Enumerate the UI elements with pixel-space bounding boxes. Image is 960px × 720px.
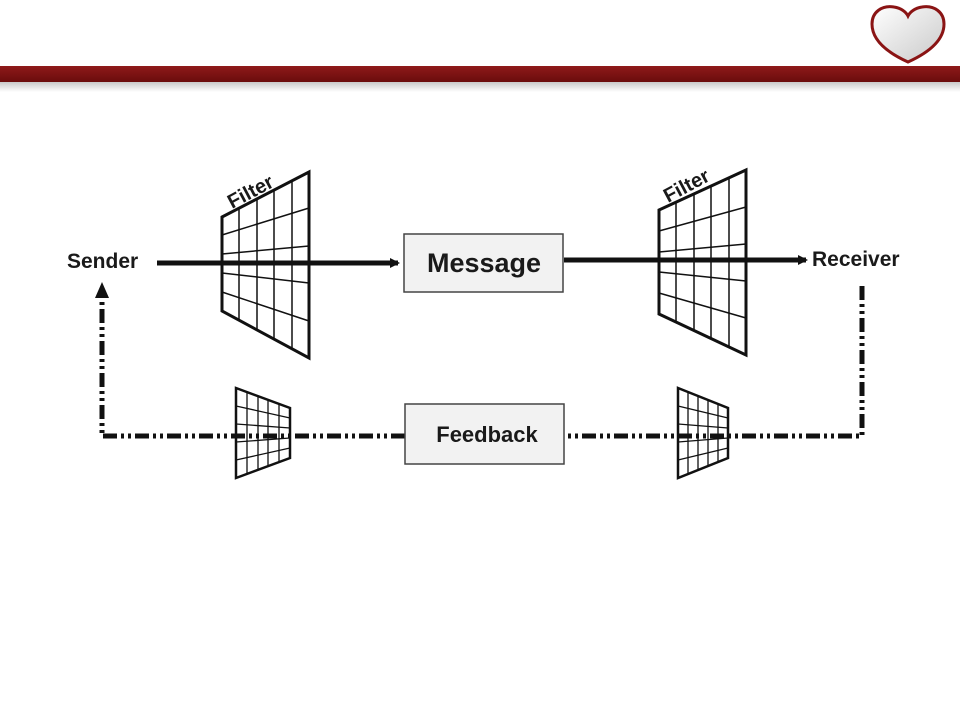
- message-label: Message: [427, 248, 541, 278]
- feedback-box: [404, 403, 565, 465]
- heart-logo-icon: [870, 5, 946, 64]
- header-bar: [0, 66, 960, 82]
- feedback-arrowhead-icon: [95, 282, 109, 298]
- feedback-filter-right-grid: [676, 386, 730, 480]
- feedback-filter-left-grid: [234, 386, 292, 480]
- header-shadow: [0, 82, 960, 92]
- receiver-label: Receiver: [812, 248, 900, 271]
- message-box: [403, 233, 564, 293]
- feedback-loop-path: [99, 286, 865, 439]
- receiver-filter-label: Filter: [660, 165, 714, 207]
- sender-filter-label: Filter: [224, 171, 278, 213]
- feedback-label: Feedback: [436, 422, 538, 447]
- sender-filter-grid: [220, 169, 311, 361]
- sender-label: Sender: [67, 250, 138, 273]
